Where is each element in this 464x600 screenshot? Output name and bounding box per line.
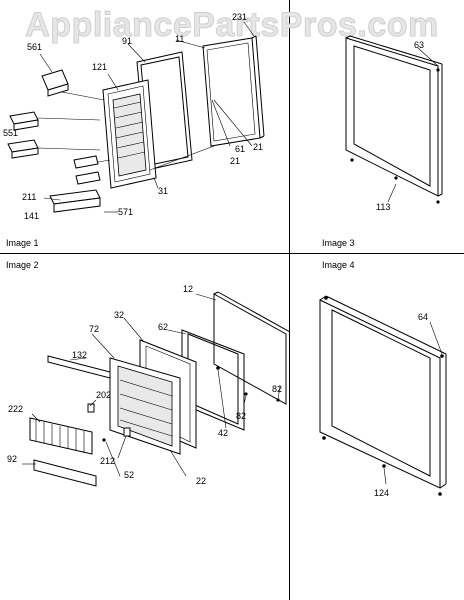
part-label: 64 bbox=[418, 312, 428, 322]
part-label: 202 bbox=[96, 390, 111, 400]
part-label: 21 bbox=[253, 142, 263, 152]
part-label: 132 bbox=[72, 350, 87, 360]
part-label: 61 bbox=[235, 144, 245, 154]
watermark: AppliancePartsPros.com bbox=[25, 6, 439, 45]
part-label: 91 bbox=[122, 36, 132, 46]
part-label: 63 bbox=[414, 40, 424, 50]
part-label: 211 bbox=[22, 192, 36, 202]
part-label: 72 bbox=[89, 324, 99, 334]
image-3-caption: Image 3 bbox=[322, 238, 355, 248]
part-label: 82 bbox=[272, 384, 282, 394]
part-label: 21 bbox=[230, 156, 240, 166]
part-label: 12 bbox=[183, 284, 193, 294]
part-label: 22 bbox=[196, 476, 206, 486]
part-label: 222 bbox=[8, 404, 23, 414]
part-label: 561 bbox=[27, 42, 42, 52]
part-label: 124 bbox=[374, 488, 389, 498]
diagram-image-3: 63 113 bbox=[345, 35, 443, 212]
part-label: 141 bbox=[24, 211, 39, 221]
part-label: 32 bbox=[114, 310, 124, 320]
part-label: 11 bbox=[175, 34, 184, 44]
diagram-image-4: 64 124 bbox=[319, 295, 447, 498]
part-label: 92 bbox=[7, 454, 17, 464]
part-label: 31 bbox=[158, 186, 168, 196]
part-label: 113 bbox=[376, 202, 390, 212]
image-2-caption: Image 2 bbox=[6, 260, 39, 270]
part-label: 212 bbox=[100, 456, 115, 466]
part-label: 82 bbox=[236, 411, 246, 421]
part-label: 42 bbox=[218, 428, 228, 438]
vertical-divider bbox=[289, 0, 290, 600]
horizontal-divider bbox=[0, 253, 464, 254]
part-label: 62 bbox=[158, 322, 168, 332]
part-label: 52 bbox=[124, 470, 134, 480]
diagram-image-2: 12 32 62 72 132 202 222 212 92 52 22 82 … bbox=[7, 284, 289, 487]
image-4-caption: Image 4 bbox=[322, 260, 355, 270]
part-label: 571 bbox=[118, 207, 133, 217]
part-label: 551 bbox=[3, 128, 18, 138]
part-label: 121 bbox=[92, 62, 107, 72]
diagram-image-1: 231 91 11 561 121 551 61 21 21 31 211 14… bbox=[3, 12, 265, 221]
part-label: 231 bbox=[232, 12, 247, 22]
image-1-caption: Image 1 bbox=[6, 238, 39, 248]
